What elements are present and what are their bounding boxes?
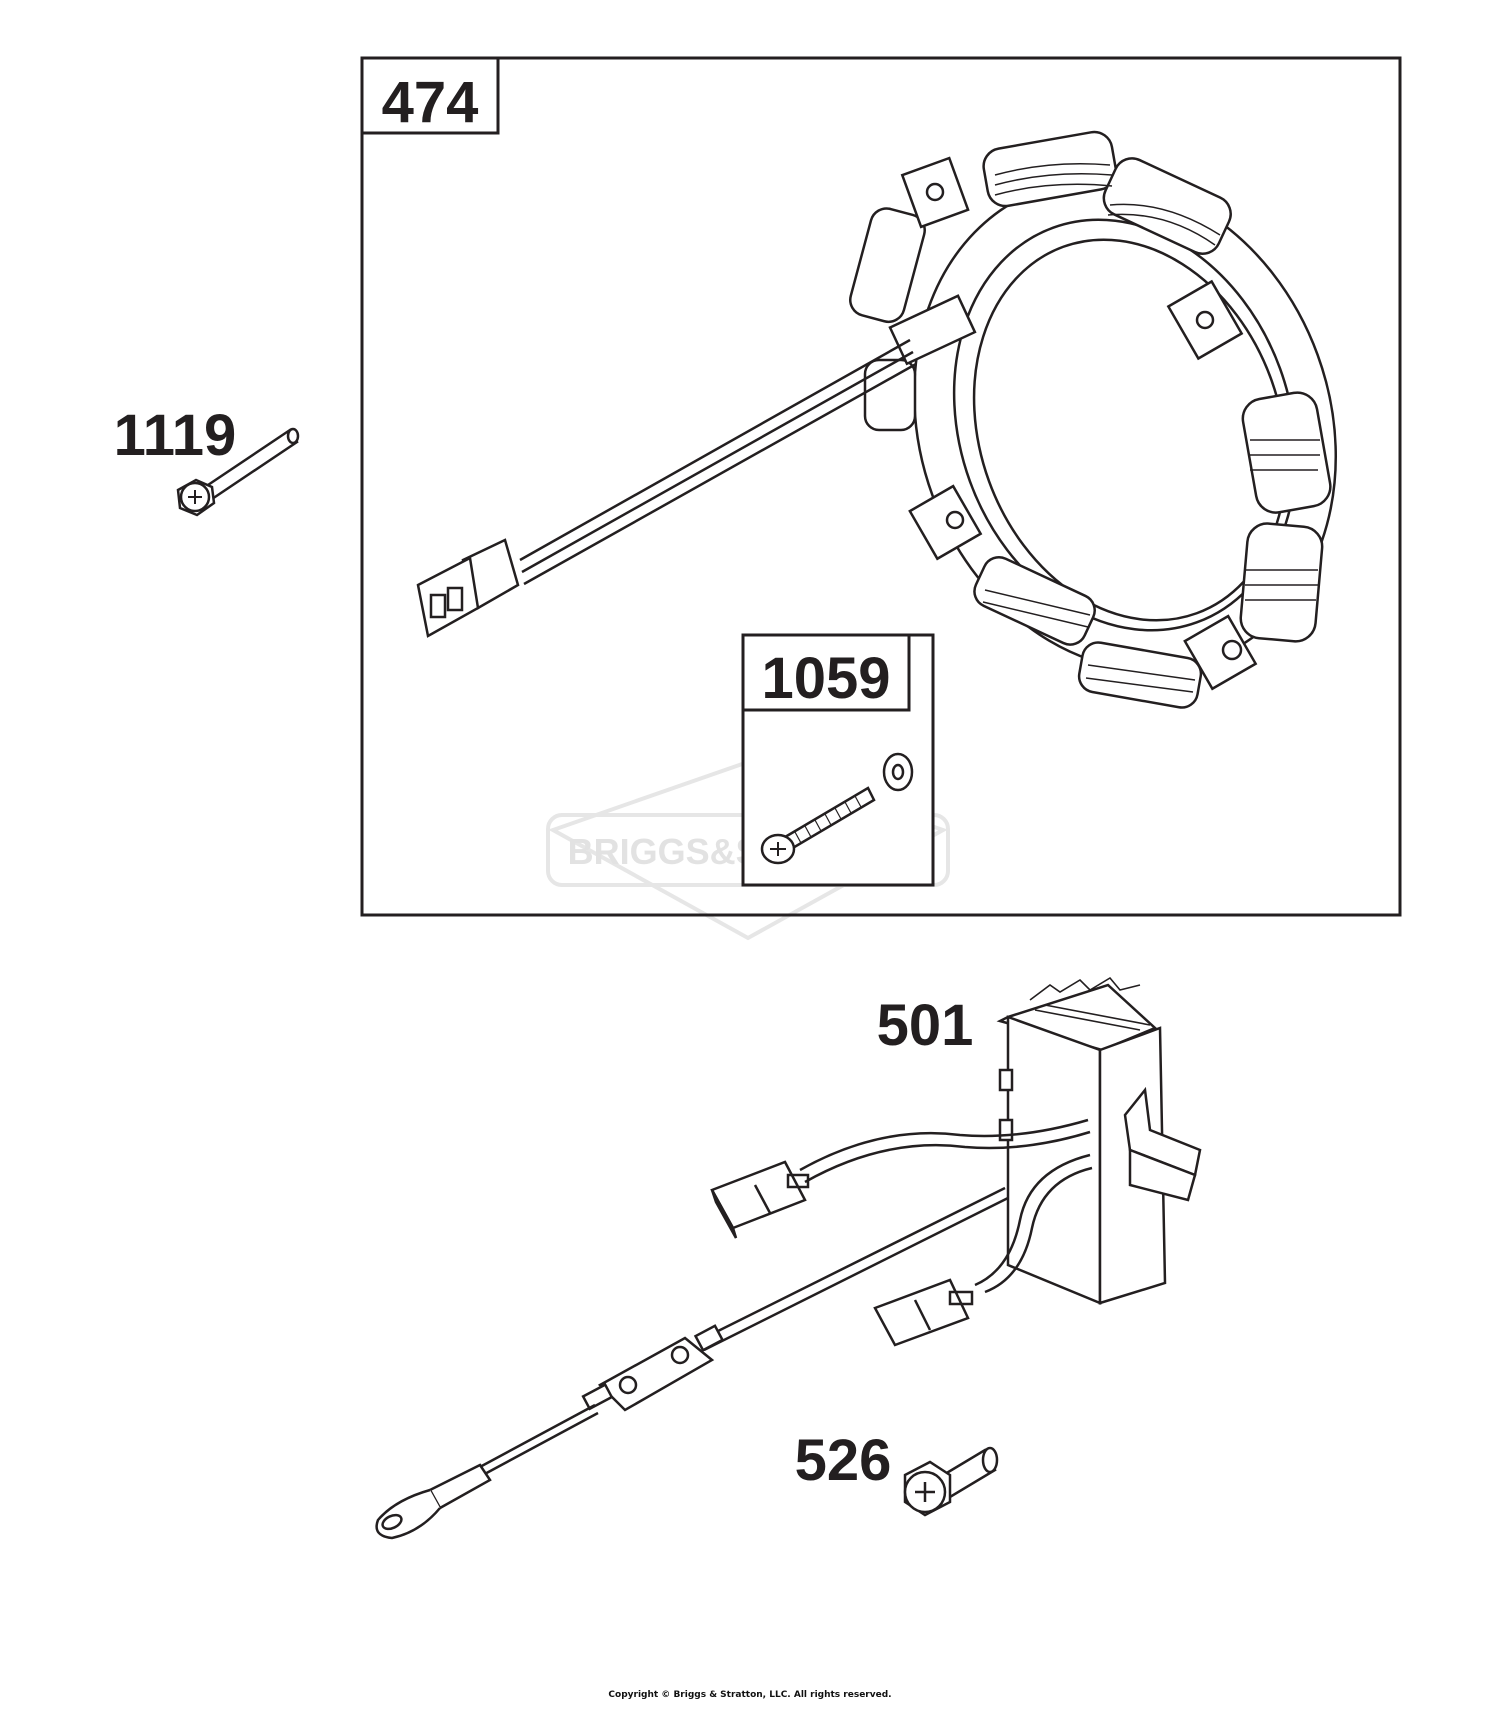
- screw-kit-label-box: [741, 633, 911, 712]
- callout-1119[interactable]: 1119: [114, 403, 237, 468]
- screw-kit-drawing[interactable]: [760, 752, 914, 865]
- callout-1059[interactable]: 1059: [761, 646, 890, 711]
- regulator-drawing[interactable]: [996, 976, 1202, 1305]
- stator-assembly-box: [360, 56, 1402, 917]
- regulator-screw-drawing[interactable]: [903, 1446, 999, 1517]
- regulator-wire-harness[interactable]: [375, 1118, 1093, 1540]
- stator-label-box: [360, 56, 500, 135]
- callout-474[interactable]: 474: [382, 70, 479, 135]
- stator-wire-harness[interactable]: [416, 338, 917, 638]
- callout-526[interactable]: 526: [795, 1428, 892, 1493]
- callout-501[interactable]: 501: [877, 993, 974, 1058]
- copyright-notice: Copyright © Briggs & Stratton, LLC. All …: [608, 1690, 892, 1700]
- stator-drawing[interactable]: [847, 120, 1403, 730]
- stator-screw-drawing[interactable]: [176, 427, 300, 517]
